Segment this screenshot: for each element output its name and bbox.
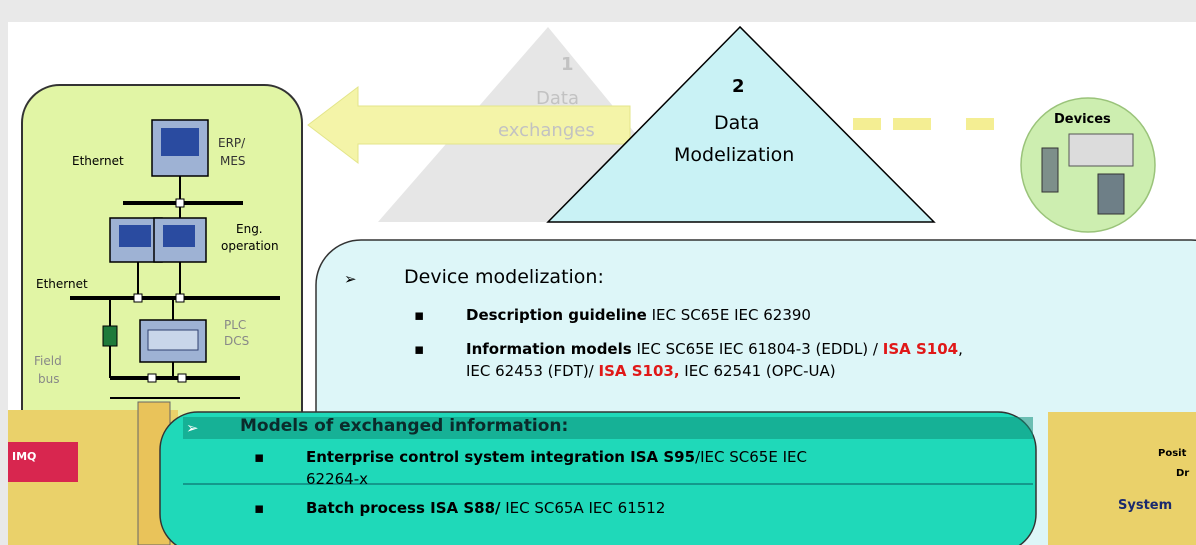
devices-label: Devices — [1054, 112, 1111, 127]
artifact-line — [183, 483, 1033, 485]
artifact-strip — [8, 442, 78, 482]
batch-process-label: Batch process — [306, 499, 431, 517]
exchanges-number: 1 — [561, 54, 574, 75]
information-models-std: IEC SC65E IEC 61804-3 (EDDL) / — [631, 340, 883, 358]
eng-label-line2: operation — [221, 239, 279, 253]
erp-label-line2: MES — [220, 154, 246, 168]
enterprise-control-label: Enterprise control system integration — [306, 448, 631, 466]
artifact-band — [183, 417, 1033, 439]
bullet-marker: ▪ — [414, 340, 425, 358]
network-node — [175, 293, 185, 303]
iec-62541: IEC 62541 (OPC-UA) — [679, 362, 836, 380]
artifact-strip — [1048, 412, 1196, 545]
device-image — [1041, 147, 1059, 193]
computer-screen — [163, 225, 195, 247]
description-guideline-label: Description guideline — [466, 306, 647, 324]
network-node — [133, 293, 143, 303]
heading-arrow: ➢ — [344, 270, 357, 288]
bullet-marker: ▪ — [254, 448, 265, 466]
computer-screen — [161, 128, 199, 156]
computer-screen — [119, 225, 151, 247]
information-models-label: Information models — [466, 340, 632, 358]
modelization-line1: Data — [714, 112, 760, 134]
enterprise-control-item: Enterprise control system integration IS… — [306, 446, 807, 468]
diagram-canvas — [8, 25, 1196, 545]
exchanged-info-box — [159, 411, 1037, 545]
batch-process-item: Batch process ISA S88/ IEC SC65A IEC 615… — [306, 497, 665, 519]
plc-label-line2: DCS — [224, 334, 250, 348]
enterprise-control-std: /IEC SC65E IEC — [695, 448, 807, 466]
ethernet-mid-label: Ethernet — [36, 277, 88, 291]
modelization-line2: Modelization — [674, 144, 795, 166]
field-bus-label-line1: Field — [34, 354, 62, 368]
modelization-number: 2 — [732, 76, 745, 97]
network-node — [147, 373, 157, 383]
bullet-marker: ▪ — [414, 306, 425, 324]
information-models-item-line2: IEC 62453 (FDT)/ ISA S103, IEC 62541 (OP… — [466, 360, 836, 382]
description-guideline-std: IEC SC65E IEC 62390 — [646, 306, 811, 324]
ethernet-top-label: Ethernet — [72, 154, 124, 168]
device-modelization-heading: Device modelization: — [404, 266, 604, 288]
bullet-marker: ▪ — [254, 499, 265, 517]
slide: 1 Data exchanges 2 Data Modelization Dev… — [8, 22, 1196, 545]
eng-label-line1: Eng. — [236, 222, 263, 236]
exchanges-line1: Data — [536, 88, 579, 109]
right-fragment-top: Posit — [1158, 448, 1187, 459]
erp-label-line1: ERP/ — [218, 136, 246, 150]
left-fragment-label: IMQ — [12, 450, 37, 463]
iec-62453: IEC 62453 (FDT)/ — [466, 362, 599, 380]
isa-s103: ISA S103, — [598, 362, 680, 380]
isa-s104: ISA S104 — [882, 340, 959, 358]
dashed-arrow-segment — [966, 118, 994, 130]
batch-process-std: IEC SC65A IEC 61512 — [500, 499, 666, 517]
gateway-module — [102, 325, 118, 347]
enterprise-control-line2: 62264-x — [306, 470, 369, 488]
right-fragment-mid: Dr — [1176, 468, 1190, 479]
information-models-item: Information models IEC SC65E IEC 61804-3… — [466, 338, 963, 360]
exchanged-info-heading: Models of exchanged information: — [240, 416, 569, 436]
field-bus-label-line2: bus — [38, 372, 60, 386]
dashed-arrow-segment — [853, 118, 881, 130]
network-node — [175, 198, 185, 208]
left-arrow — [307, 85, 631, 165]
comma: , — [958, 340, 963, 358]
network-node — [177, 373, 187, 383]
data-modelization-triangle — [546, 25, 936, 223]
isa-s88: ISA S88/ — [430, 499, 501, 517]
dashed-arrow-segment — [893, 118, 931, 130]
description-guideline-item: Description guideline IEC SC65E IEC 6239… — [466, 304, 811, 326]
plc-rack — [147, 329, 199, 351]
device-image — [1068, 133, 1134, 167]
isa-s95: ISA S95 — [630, 448, 696, 466]
right-fragment-bottom: System — [1118, 498, 1173, 513]
plc-label-line1: PLC — [224, 318, 247, 332]
device-image — [1097, 173, 1125, 215]
exchanged-heading-arrow: ➢ — [186, 419, 199, 437]
exchanges-line2: exchanges — [498, 120, 595, 141]
